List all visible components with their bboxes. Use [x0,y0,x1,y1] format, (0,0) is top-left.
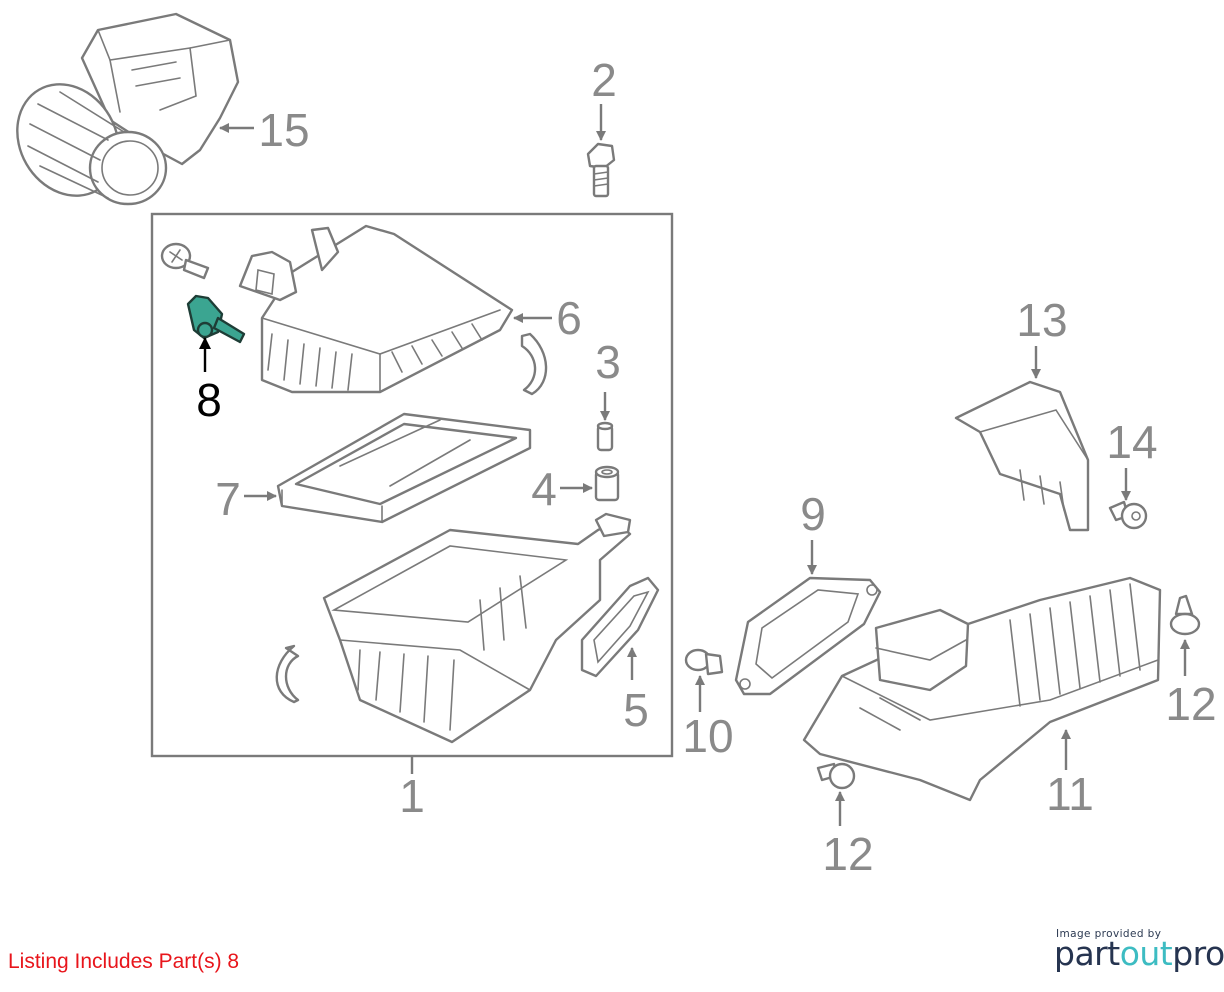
part-14-clip[interactable] [1108,500,1148,530]
part-screw[interactable] [160,242,210,280]
brand-out: out [1119,934,1173,973]
callout-7: 7 [215,473,241,525]
callout-2: 2 [591,54,617,106]
callout-14: 14 [1106,416,1157,468]
callout-9: 9 [800,488,826,540]
part-6-cleaner-cover[interactable] [238,224,514,394]
listing-includes-text: Listing Includes Part(s) 8 [8,950,240,973]
partoutpro-logo[interactable]: partoutpro [1054,934,1224,973]
part-10-clip[interactable] [684,648,724,676]
callout-15: 15 [258,104,309,156]
callout-1: 1 [399,770,425,822]
part-7-filter-element[interactable] [276,412,532,524]
callout-5: 5 [623,684,649,736]
part-1-cleaner-case[interactable] [322,512,632,744]
part-9-duct[interactable] [734,576,882,696]
part-11-resonator[interactable] [802,576,1162,802]
callout-12-lower: 12 [822,828,873,880]
part-15-intake-duct[interactable] [0,12,240,214]
part-12-clip-lower[interactable] [816,762,856,790]
part-3-grommet[interactable] [596,421,614,452]
part-5-seal[interactable] [580,576,660,678]
part-clip-upper[interactable] [520,332,548,396]
part-13-air-guide[interactable] [954,380,1090,532]
callout-6: 6 [556,292,582,344]
image-credit-caption: Image provided by [1056,928,1162,940]
callout-11: 11 [1046,768,1094,820]
part-8-sensor[interactable] [186,294,246,344]
part-clip-lower[interactable] [275,644,300,704]
part-12-clip-right[interactable] [1169,594,1201,636]
callout-12-right: 12 [1165,678,1216,730]
brand-part: part [1054,934,1120,973]
callout-10: 10 [682,710,733,762]
callout-4: 4 [531,463,557,515]
part-2-bolt[interactable] [586,142,616,198]
callout-3: 3 [595,336,621,388]
callout-13: 13 [1016,294,1067,346]
brand-pro: pro [1172,934,1224,973]
callout-8: 8 [196,374,222,426]
part-4-bushing[interactable] [594,465,620,502]
